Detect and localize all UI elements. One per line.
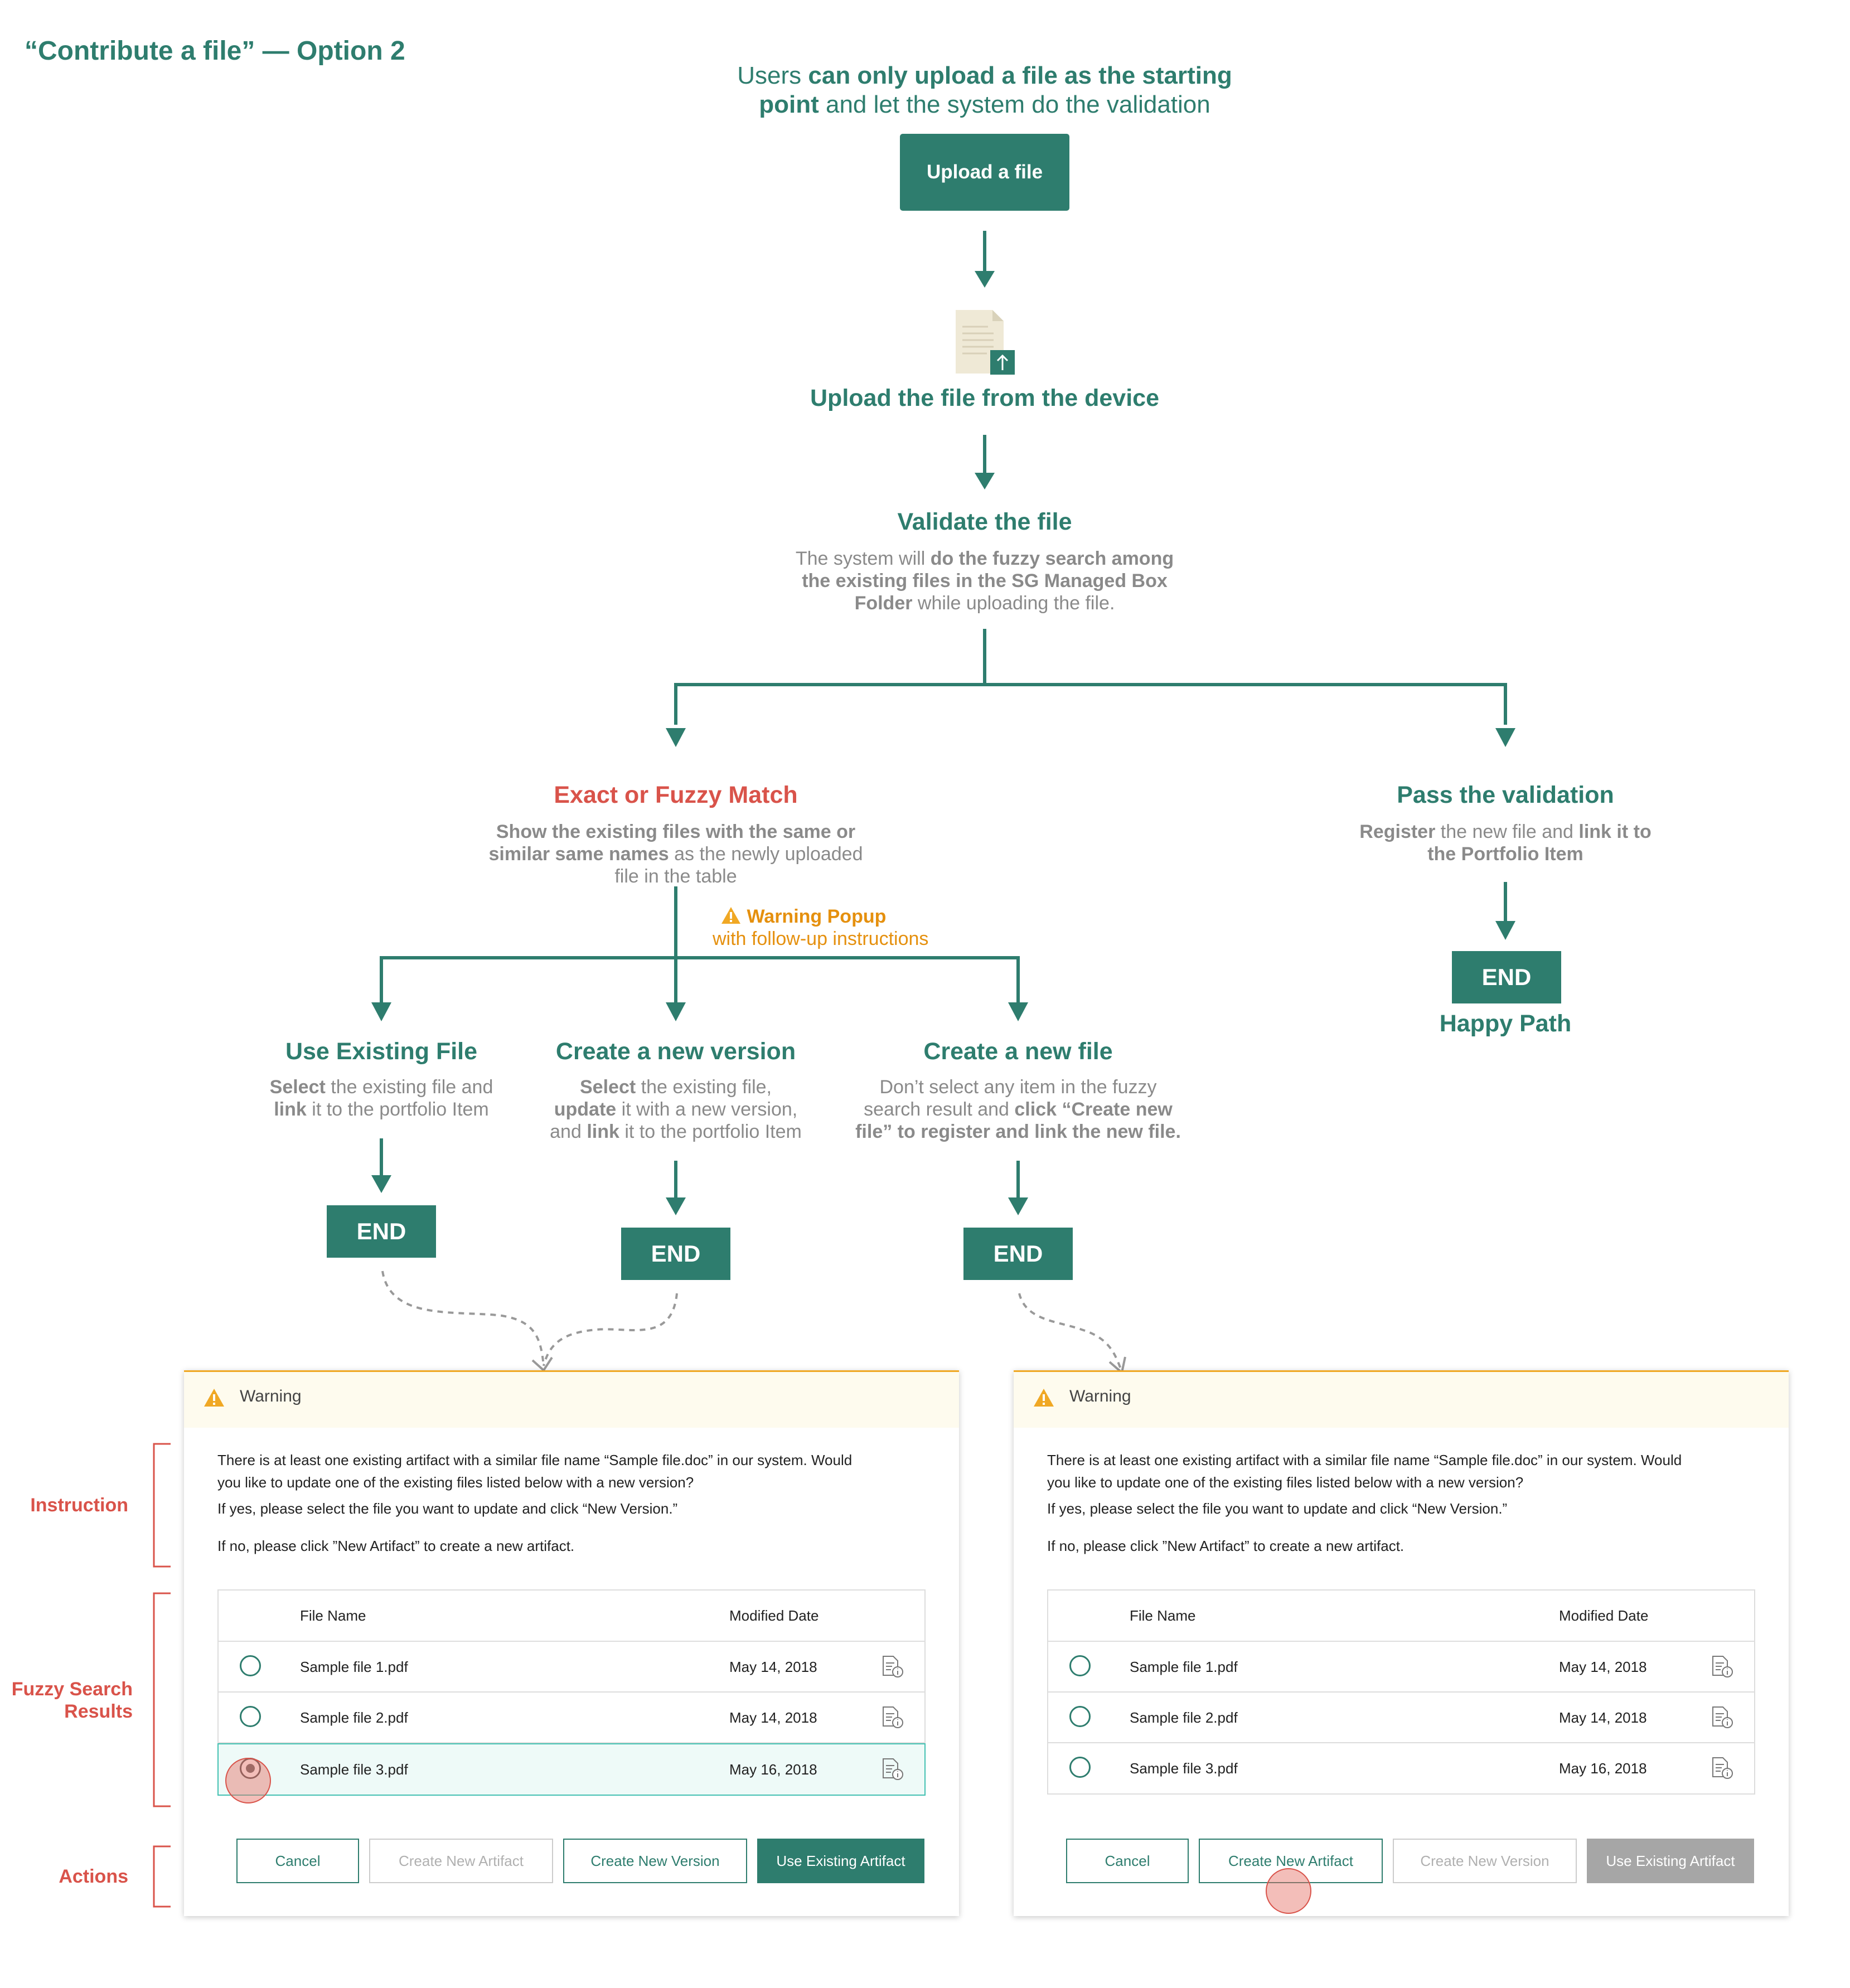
label-instruction: Instruction xyxy=(30,1495,128,1516)
row-file-name: Sample file 1.pdf xyxy=(300,1659,408,1675)
new-file-title: Create a new file xyxy=(923,1038,1113,1065)
use-existing-title: Use Existing File xyxy=(285,1038,478,1065)
warning-icon xyxy=(1034,1389,1054,1407)
match-title: Exact or Fuzzy Match xyxy=(554,782,798,808)
table-header-row: File Name Modified Date xyxy=(219,1591,924,1642)
happy-path-label: Happy Path xyxy=(1439,1010,1572,1037)
use-existing-description: Select the existing file and link it to … xyxy=(269,1077,493,1120)
warning-dialog-use-existing: Warning There is at least one existing a… xyxy=(184,1370,959,1916)
dialog-instruction-2: If yes, please select the file you want … xyxy=(217,1500,678,1517)
file-info-icon[interactable] xyxy=(1709,1705,1734,1729)
pass-description: Register the new file and link it to the… xyxy=(1359,821,1652,865)
warning-icon xyxy=(721,907,740,924)
row-date: May 14, 2018 xyxy=(729,1709,817,1726)
table-row[interactable]: Sample file 1.pdf May 14, 2018 xyxy=(1048,1642,1754,1693)
col-modified-date: Modified Date xyxy=(729,1607,819,1624)
validate-title: Validate the file xyxy=(897,508,1072,535)
row-file-name: Sample file 3.pdf xyxy=(300,1761,408,1778)
file-info-icon[interactable] xyxy=(880,1757,904,1781)
end-box-new-file: END xyxy=(963,1228,1073,1280)
arrow-match-to-use xyxy=(380,956,676,1003)
row-radio[interactable] xyxy=(1069,1757,1091,1778)
intro-text: Users can only upload a file as the star… xyxy=(737,62,1232,118)
row-date: May 14, 2018 xyxy=(729,1659,817,1675)
row-file-name: Sample file 3.pdf xyxy=(1130,1760,1238,1777)
new-file-description: Don’t select any item in the fuzzy searc… xyxy=(855,1077,1181,1142)
use-existing-artifact-button[interactable]: Use Existing Artifact xyxy=(1587,1839,1754,1883)
dialog-instruction-3: If no, please click ”New Artifact” to cr… xyxy=(1047,1538,1405,1554)
click-indicator xyxy=(1266,1868,1311,1914)
col-modified-date: Modified Date xyxy=(1559,1607,1649,1624)
dash-version-to-dialog xyxy=(543,1293,678,1366)
dialog-instruction-1: There is at least one existing artifact … xyxy=(217,1452,853,1491)
create-new-version-button[interactable]: Create New Version xyxy=(563,1839,747,1883)
warning-dialog-new-file: Warning There is at least one existing a… xyxy=(1014,1370,1789,1916)
dash-newfile-to-dialog xyxy=(1018,1293,1122,1369)
fuzzy-results-table: File Name Modified Date Sample file 1.pd… xyxy=(217,1589,926,1803)
label-fuzzy-results: Fuzzy Search Results xyxy=(11,1679,133,1722)
file-upload-icon xyxy=(956,310,1015,375)
table-row-selected[interactable]: Sample file 3.pdf May 16, 2018 xyxy=(217,1743,926,1796)
page-title: “Contribute a file” — Option 2 xyxy=(25,36,405,66)
cancel-button[interactable]: Cancel xyxy=(1066,1839,1189,1883)
step-upload-device: Upload the file from the device xyxy=(810,385,1159,411)
new-version-title: Create a new version xyxy=(555,1038,796,1065)
row-file-name: Sample file 2.pdf xyxy=(300,1709,408,1726)
row-radio[interactable] xyxy=(1069,1706,1091,1727)
click-indicator xyxy=(225,1758,271,1803)
dialog-instruction-2: If yes, please select the file you want … xyxy=(1047,1500,1508,1517)
table-row[interactable]: Sample file 2.pdf May 14, 2018 xyxy=(219,1693,924,1743)
warning-popup-note: Warning Popup with follow-up instruction… xyxy=(713,906,929,949)
dialog-header: Warning xyxy=(184,1372,959,1428)
end-box-pass: END xyxy=(1452,951,1561,1003)
row-date: May 16, 2018 xyxy=(1559,1760,1647,1777)
bracket-instruction xyxy=(153,1443,171,1568)
dialog-instruction-1: There is at least one existing artifact … xyxy=(1047,1452,1682,1491)
row-radio[interactable] xyxy=(240,1655,261,1676)
col-file-name: File Name xyxy=(1130,1607,1196,1624)
file-info-icon[interactable] xyxy=(880,1654,904,1679)
bracket-actions xyxy=(153,1845,171,1908)
pass-title: Pass the validation xyxy=(1397,782,1614,808)
use-existing-artifact-button[interactable]: Use Existing Artifact xyxy=(757,1839,924,1883)
upload-file-button[interactable]: Upload a file xyxy=(900,134,1069,211)
create-new-artifact-button[interactable]: Create New Artifact xyxy=(369,1839,553,1883)
arrow-validate-to-pass xyxy=(985,683,1507,725)
row-date: May 14, 2018 xyxy=(1559,1659,1647,1675)
file-info-icon[interactable] xyxy=(1709,1756,1734,1780)
match-description: Show the existing files with the same or… xyxy=(488,821,863,887)
table-row[interactable]: Sample file 2.pdf May 14, 2018 xyxy=(1048,1693,1754,1743)
row-radio[interactable] xyxy=(240,1706,261,1727)
dialog-title: Warning xyxy=(1069,1387,1131,1405)
row-date: May 14, 2018 xyxy=(1559,1709,1647,1726)
create-new-version-button[interactable]: Create New Version xyxy=(1393,1839,1577,1883)
label-actions: Actions xyxy=(59,1866,128,1887)
row-date: May 16, 2018 xyxy=(729,1761,817,1778)
dash-use-to-dialog xyxy=(381,1271,545,1366)
cancel-button[interactable]: Cancel xyxy=(236,1839,359,1883)
file-info-icon[interactable] xyxy=(880,1705,904,1729)
validate-description: The system will do the fuzzy search amon… xyxy=(795,548,1174,614)
dialog-header: Warning xyxy=(1014,1372,1789,1428)
end-box-use-existing: END xyxy=(327,1205,436,1258)
fuzzy-results-table: File Name Modified Date Sample file 1.pd… xyxy=(1047,1589,1755,1795)
end-box-new-version: END xyxy=(621,1228,730,1280)
row-file-name: Sample file 1.pdf xyxy=(1130,1659,1238,1675)
warning-icon xyxy=(204,1389,224,1407)
row-file-name: Sample file 2.pdf xyxy=(1130,1709,1238,1726)
table-header-row: File Name Modified Date xyxy=(1048,1591,1754,1642)
col-file-name: File Name xyxy=(300,1607,366,1624)
dialog-title: Warning xyxy=(240,1387,302,1405)
table-row[interactable]: Sample file 3.pdf May 16, 2018 xyxy=(1048,1743,1754,1794)
arrow-validate-to-match xyxy=(674,629,986,725)
new-version-description: Select the existing file, update it with… xyxy=(550,1077,802,1142)
file-info-icon[interactable] xyxy=(1709,1654,1734,1679)
row-radio[interactable] xyxy=(1069,1655,1091,1676)
dialog-instruction-3: If no, please click ”New Artifact” to cr… xyxy=(217,1538,575,1554)
bracket-fuzzy xyxy=(153,1592,171,1807)
arrow-match-to-newfile xyxy=(676,956,1020,1003)
table-row[interactable]: Sample file 1.pdf May 14, 2018 xyxy=(219,1642,924,1693)
